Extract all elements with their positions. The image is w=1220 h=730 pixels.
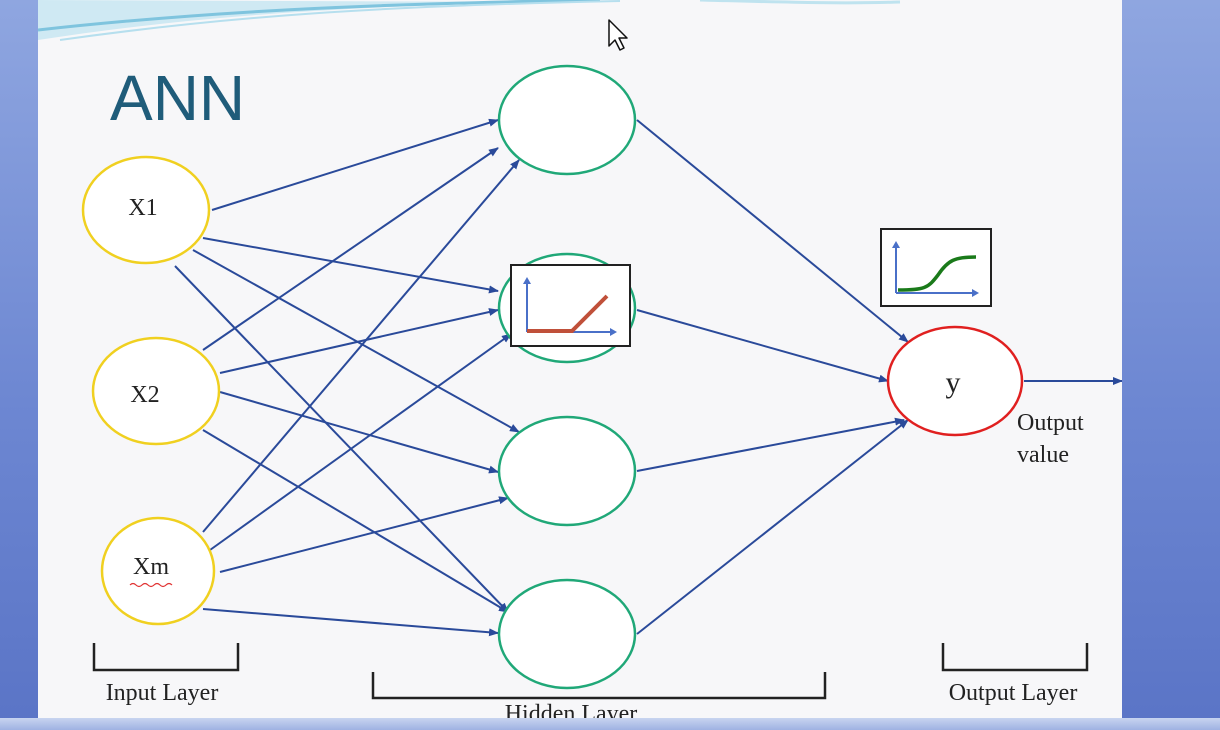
ann-diagram: ANN X1 X2 Xm: [38, 0, 1122, 718]
connection-arrow: [636, 309, 889, 383]
output-layer-label: Output Layer: [949, 680, 1078, 706]
mouse-cursor-icon: [608, 19, 628, 51]
output-layer-bracket: [941, 643, 1089, 672]
input-node: X2: [91, 336, 221, 446]
input-node-label: Xm: [133, 554, 169, 580]
input-node: X1: [81, 155, 211, 265]
input-node: Xm: [100, 516, 216, 626]
connection-arrow: [202, 608, 499, 637]
sigmoid-activation-icon: [880, 228, 992, 307]
slide: ANN X1 X2 Xm: [38, 0, 1122, 718]
spellcheck-underline: [129, 582, 173, 588]
connection-arrow: [202, 159, 520, 533]
hidden-node: [497, 578, 637, 690]
connection-arrow: [202, 237, 499, 294]
connection-arrow: [209, 333, 512, 551]
output-value-line: value: [1017, 442, 1069, 468]
connection-arrow: [219, 391, 499, 474]
connection-arrow: [636, 417, 905, 472]
hidden-node: [497, 415, 637, 527]
hidden-node: [497, 64, 637, 176]
connection-arrows: [174, 118, 1122, 637]
taskbar-strip: [0, 718, 1220, 730]
connection-arrow: [202, 147, 499, 351]
connection-arrow: [636, 119, 909, 343]
output-value-label: Output value: [1017, 410, 1090, 468]
connection-arrow: [174, 265, 509, 613]
output-value-line: Output: [1017, 410, 1084, 436]
output-node-label: y: [946, 366, 961, 399]
input-node-label: X1: [128, 195, 157, 221]
connection-arrow: [636, 419, 909, 635]
input-node-label: X2: [130, 382, 159, 408]
connection-arrow: [202, 429, 509, 613]
input-layer-label: Input Layer: [106, 680, 219, 706]
connection-arrow: [192, 249, 520, 433]
relu-activation-icon: [510, 264, 631, 347]
connection-arrow: [211, 118, 499, 211]
connection-arrow: [219, 496, 509, 573]
slide-title: ANN: [110, 62, 245, 134]
hidden-layer-label: Hidden Layer: [505, 701, 638, 718]
hidden-layer-bracket: [371, 672, 827, 700]
connection-arrow: [219, 308, 499, 374]
header-swoosh: [38, 0, 901, 41]
output-node: y: [886, 325, 1024, 437]
input-layer-bracket: [92, 643, 240, 672]
